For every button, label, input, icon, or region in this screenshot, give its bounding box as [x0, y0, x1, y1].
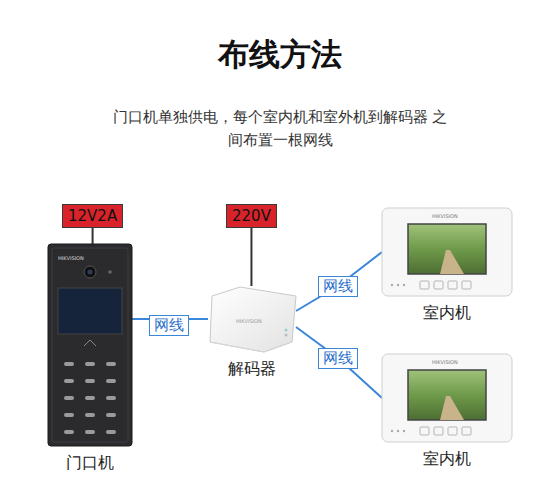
- device-label: 室内机: [423, 303, 471, 324]
- power-wire: [92, 228, 94, 244]
- power-text: 12V2A: [68, 207, 117, 225]
- cable-label: 网线: [318, 276, 358, 297]
- device-label: 解码器: [228, 359, 276, 380]
- network-cable: [296, 327, 382, 398]
- power-wire: [250, 228, 252, 286]
- cable-label: 网线: [318, 348, 358, 369]
- device-node: 室内机: [382, 354, 512, 442]
- brand-mark: HIKVISION: [236, 318, 276, 324]
- indoor-monitor-art: [382, 208, 512, 296]
- network-cable: [296, 252, 382, 311]
- device-label: 室内机: [423, 449, 471, 470]
- cable-label: 网线: [149, 315, 189, 336]
- door-station-art: [48, 244, 132, 446]
- device-node: 室内机: [382, 208, 512, 296]
- power-label-box: 12V2A: [62, 204, 123, 228]
- decoder-art: [210, 287, 296, 352]
- device-node: 门口机: [48, 244, 132, 446]
- brand-mark: HIKVISION: [432, 359, 472, 365]
- brand-mark: HIKVISION: [432, 213, 472, 219]
- device-label: 门口机: [66, 453, 114, 474]
- power-label-box: 220V: [226, 204, 277, 228]
- diagram-title: 布线方法: [0, 34, 559, 74]
- subtitle-note: 门口机单独供电，每个室内机和室外机到解码器 之间布置一根网线: [110, 106, 450, 152]
- brand-mark: HIKVISION: [58, 255, 98, 261]
- power-text: 220V: [232, 207, 271, 225]
- indoor-monitor-art: [382, 354, 512, 442]
